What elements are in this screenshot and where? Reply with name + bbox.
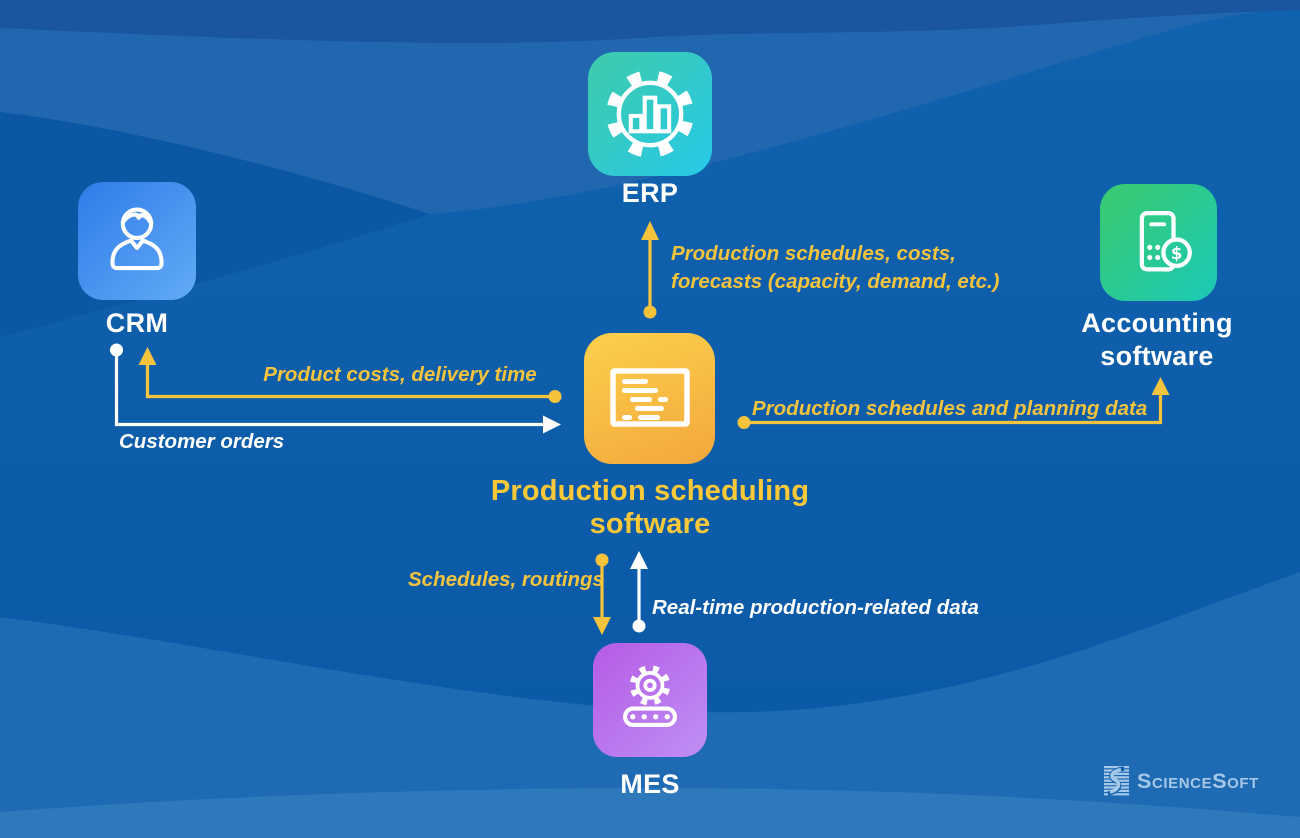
mes-icon <box>593 643 707 757</box>
flow-customer-orders-text: Customer orders <box>119 430 285 453</box>
erp-label-text: ERP <box>621 178 679 208</box>
flow-accounting-text: Production schedules and planning data <box>752 397 1148 420</box>
crm-label: CRM <box>62 307 212 340</box>
flow-label-production-to-crm: Product costs, delivery time <box>240 361 560 389</box>
erp-icon <box>588 52 712 176</box>
flow-erp-line1: Production schedules, costs, <box>671 242 956 265</box>
flow-label-crm-to-production: Customer orders <box>119 428 284 456</box>
flow-mes-text: Schedules, routings <box>408 568 604 591</box>
production-scheduling-label: Production scheduling software <box>460 475 840 541</box>
erp-label: ERP <box>575 177 725 210</box>
flow-label-production-to-mes: Schedules, routings <box>408 566 604 594</box>
flow-label-production-to-erp: Production schedules, costs, forecasts (… <box>671 240 1000 295</box>
flow-crm-text: Product costs, delivery time <box>263 363 537 386</box>
production-label-line1: Production scheduling <box>490 475 810 507</box>
gear-conveyor-icon <box>622 665 678 728</box>
accounting-icon: $ <box>1100 184 1217 301</box>
flow-erp-line2: forecasts (capacity, demand, etc.) <box>671 269 1000 293</box>
person-icon <box>110 207 164 271</box>
mes-label-text: MES <box>620 769 680 799</box>
sciencesoft-s-icon <box>1104 766 1129 796</box>
accounting-label-line2: software <box>1100 341 1214 371</box>
gear-chart-icon <box>606 70 694 158</box>
gantt-schedule-icon <box>609 367 690 427</box>
flow-label-production-to-accounting: Production schedules and planning data <box>752 395 1147 423</box>
accounting-label: Accounting software <box>1037 307 1277 373</box>
crm-icon <box>78 182 196 300</box>
sciencesoft-logo: ScienceSoft <box>1104 766 1259 796</box>
flow-label-mes-to-production: Real-time production-related data <box>652 594 979 622</box>
production-scheduling-icon <box>584 333 715 464</box>
flow-realtime-text: Real-time production-related data <box>652 596 979 619</box>
crm-label-text: CRM <box>105 308 169 338</box>
calculator-dollar-icon: $ <box>1139 210 1192 272</box>
mes-label: MES <box>575 768 725 801</box>
sciencesoft-logo-text: ScienceSoft <box>1137 769 1259 793</box>
svg-text:$: $ <box>1170 242 1182 262</box>
accounting-label-line1: Accounting <box>1081 308 1233 338</box>
production-label-line2: software <box>589 508 711 540</box>
